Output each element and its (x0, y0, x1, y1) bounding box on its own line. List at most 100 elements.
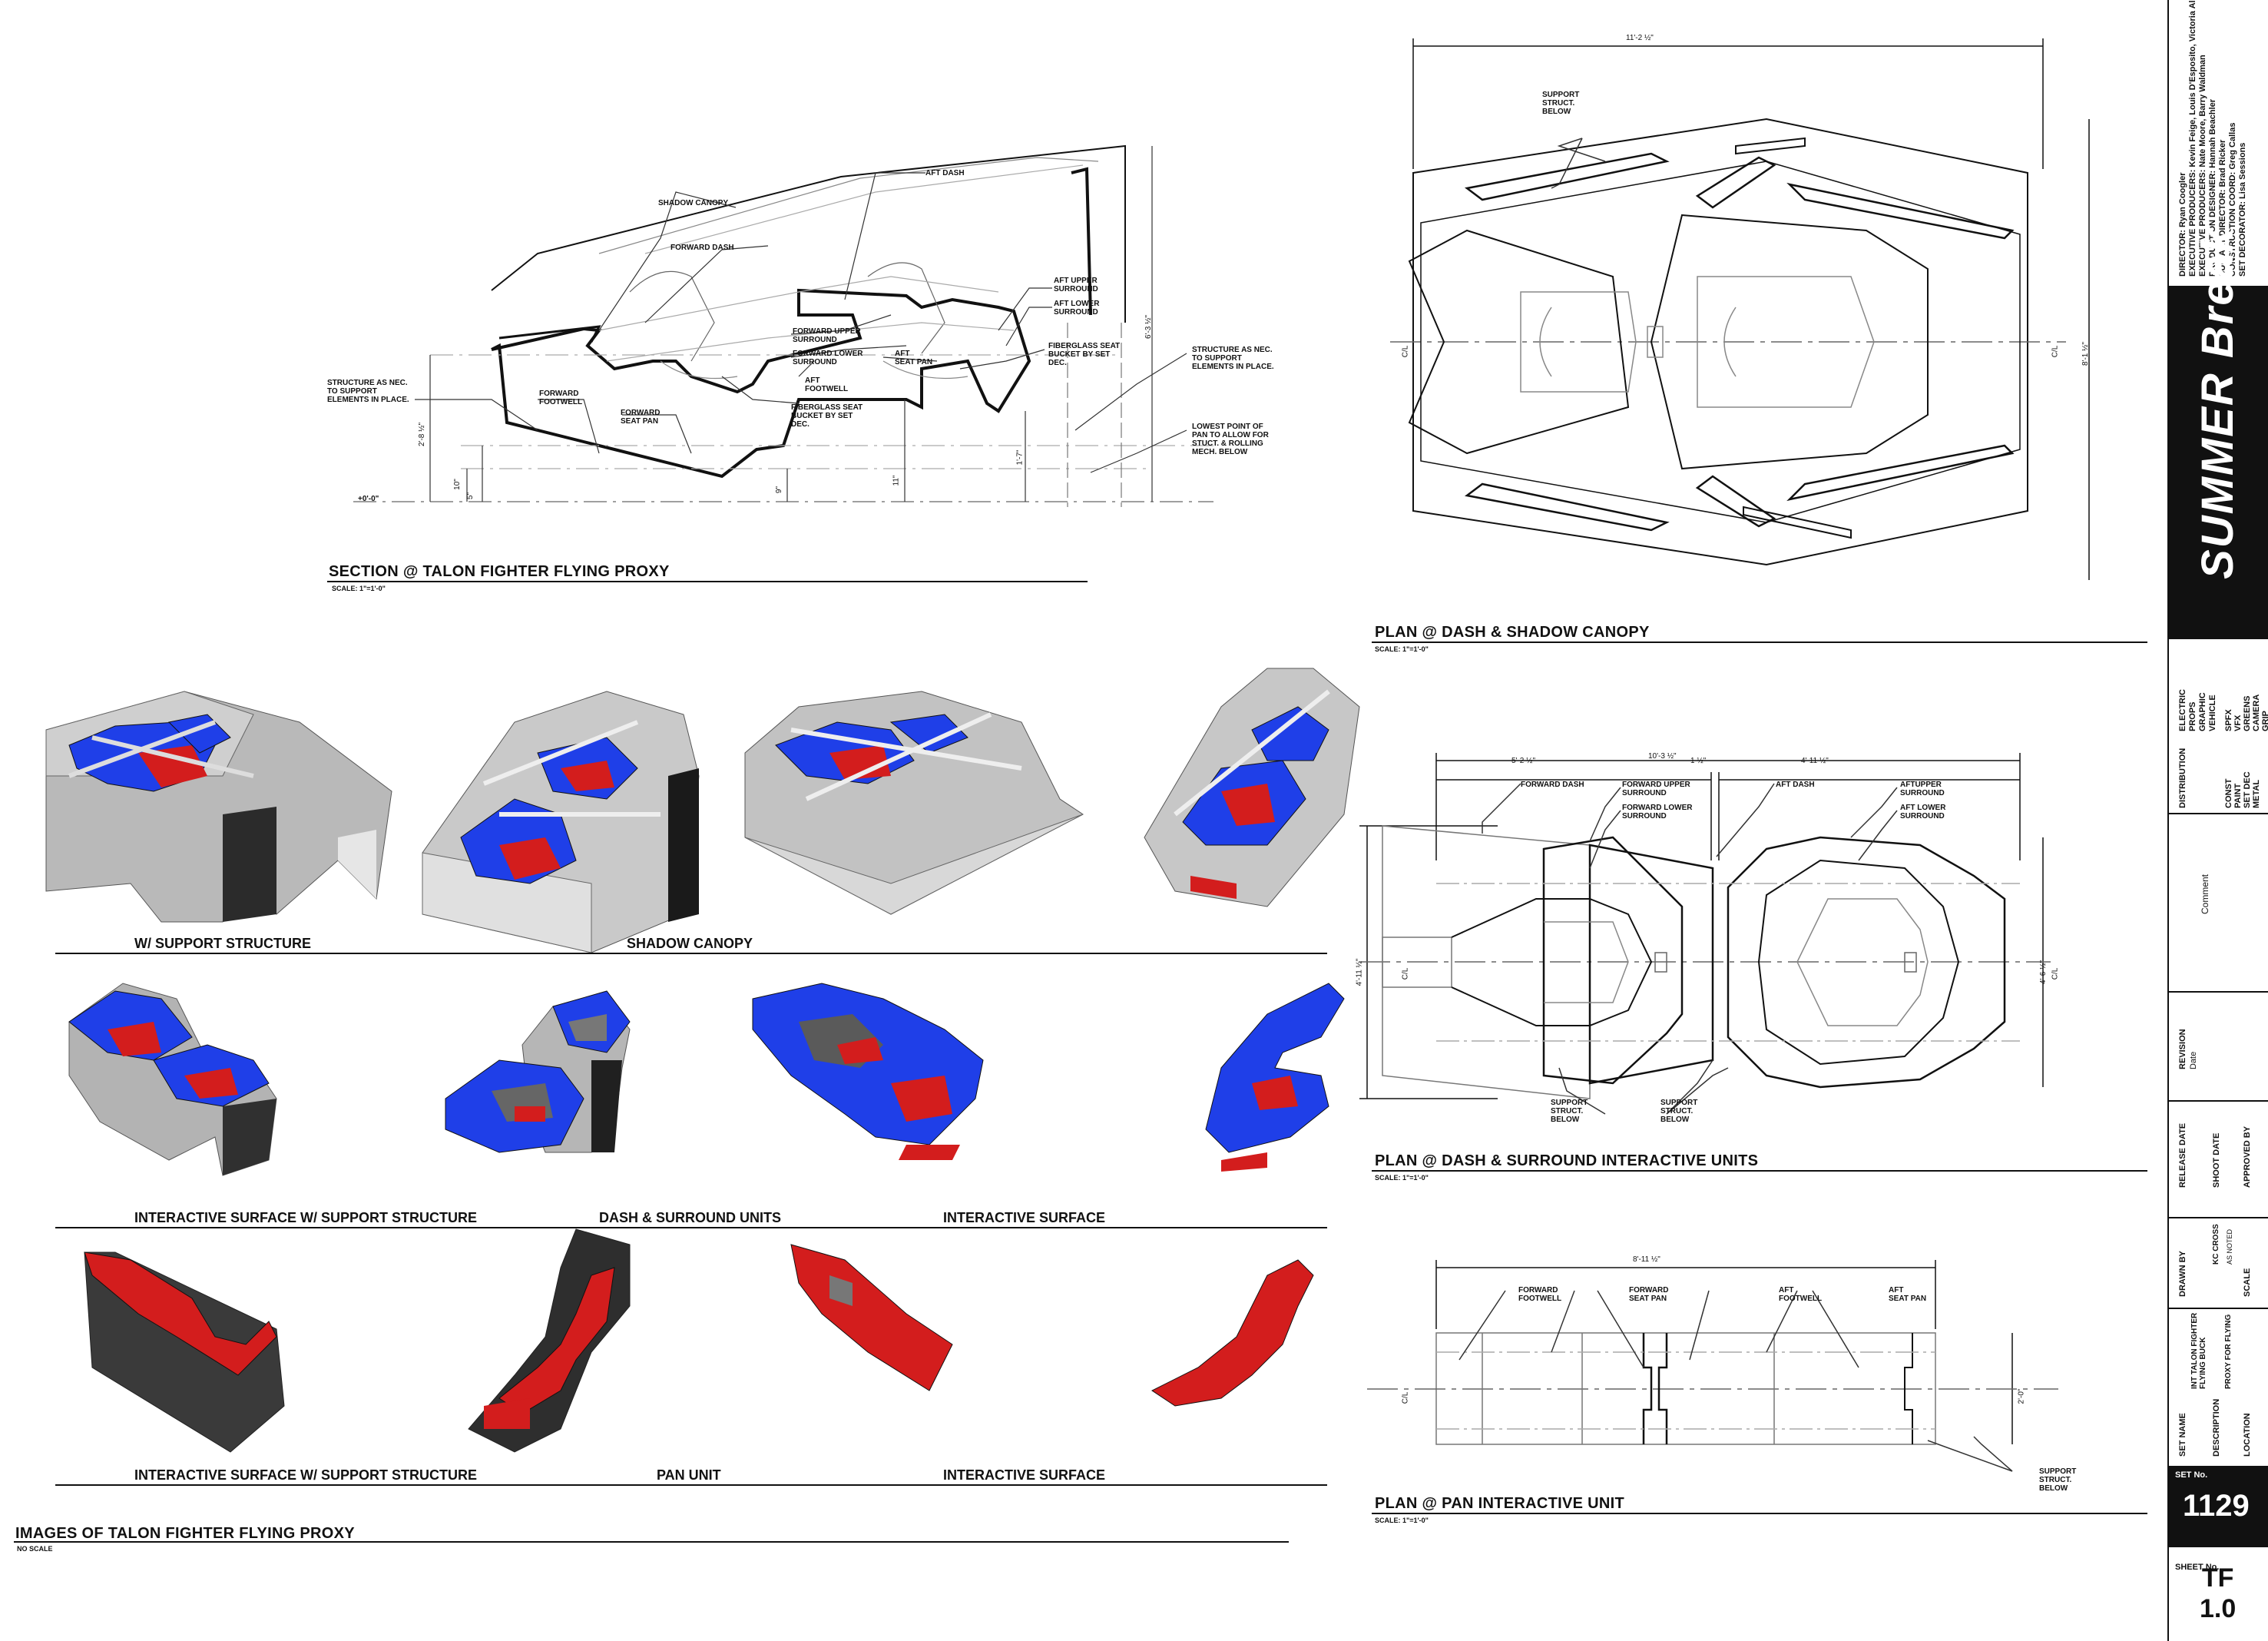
sheet-no-value: TF 1.0 (2200, 1563, 2237, 1623)
surround-forward-dash: FORWARD DASH (1521, 781, 1584, 789)
row2-rule (55, 1227, 1327, 1228)
render-dash-surround (445, 990, 631, 1153)
production-logo: SUMMER Break (2193, 226, 2243, 579)
comment-section: Comment (2169, 814, 2268, 993)
plan-pan-drawing (1367, 1260, 2058, 1472)
surround-cl-right: C/L (2051, 967, 2060, 980)
canopy-width-dim: 11'-2 ½" (1626, 34, 1654, 42)
dim-d1: 10" (452, 479, 462, 490)
caption-pan-unit: PAN UNIT (657, 1467, 721, 1483)
dim-d5: 1'-7" (1015, 449, 1025, 466)
dim-d4: 11" (892, 475, 901, 486)
set-no-section: SET No. 1129 (2169, 1467, 2268, 1547)
title-block: DIRECTOR: Ryan Coogler EXECUTIVE PRODUCE… (2167, 0, 2268, 1641)
dept-col-a: ELECTRIC PROPS GRAPHIC VEHICLE (2178, 689, 2218, 731)
surround-scale: SCALE: 1"=1'-0" (1375, 1174, 1429, 1182)
surround-title: PLAN @ DASH & SURROUND INTERACTIVE UNITS (1375, 1152, 1759, 1169)
label-aft-dash: AFT DASH (925, 169, 965, 177)
surround-forward-upper: FORWARD UPPER SURROUND (1622, 781, 1690, 797)
pan-forward-seat-pan: FORWARD SEAT PAN (1629, 1286, 1669, 1303)
render-support-structure (45, 691, 392, 923)
dept-electric: ELECTRIC (2178, 689, 2187, 731)
plan-surround-drawing (1359, 753, 2051, 1115)
label-aft-upper-surround: AFT UPPER SURROUND (1054, 277, 1098, 293)
release-date-label: RELEASE DATE (2178, 1122, 2187, 1188)
canopy-title-rule (1372, 641, 2147, 643)
dim-height-right: 6'-3 ½" (1144, 314, 1154, 340)
pan-width-dim: 8'-11 ½" (1633, 1255, 1660, 1264)
revision-label: REVISION (2178, 1029, 2187, 1069)
comment-label: Comment (2200, 874, 2210, 914)
set-name-label: SET NAME (2178, 1413, 2187, 1457)
dept-const: CONST (2224, 778, 2233, 809)
label-forward-footwell: FORWARD FOOTWELL (539, 390, 583, 406)
pan-cl: C/L (1401, 1391, 1410, 1404)
dept-metal: METAL (2252, 779, 2261, 808)
label-structure-left: STRUCTURE AS NEC. TO SUPPORT ELEMENTS IN… (327, 379, 409, 404)
label-lowest-point: LOWEST POINT OF PAN TO ALLOW FOR STUCT. … (1192, 423, 1269, 456)
render-row-3 (84, 1228, 1314, 1453)
drawn-by-label: DRAWN BY (2178, 1251, 2187, 1297)
render-interactive-surface (752, 983, 984, 1160)
render-shadow-canopy-b (744, 691, 1084, 915)
set-name-section: SET NAME INT TALON FIGHTER FLYING BUCK D… (2169, 1309, 2268, 1467)
render-pan-unit (468, 1228, 631, 1453)
scale-label: SCALE (2243, 1268, 2252, 1297)
canopy-height-dim: 8'-1 ½" (2081, 341, 2091, 366)
surround-aft-dash: AFT DASH (1776, 781, 1815, 789)
set-no-label: SET No. (2175, 1470, 2208, 1480)
drawn-by-value: KC CROSS (2212, 1224, 2220, 1265)
images-title: IMAGES OF TALON FIGHTER FLYING PROXY (15, 1525, 355, 1542)
description-value: PROXY FOR FLYING (2224, 1314, 2233, 1389)
dept-grip: GRIP (2261, 711, 2268, 731)
surround-forward-lower: FORWARD LOWER SURROUND (1622, 804, 1693, 820)
dept-set-dec: SET DEC (2243, 771, 2252, 808)
dept-vehicle: VEHICLE (2208, 695, 2217, 731)
dept-camera: CAMERA (2252, 694, 2261, 731)
surround-left-dim: 5'-2 ½" (1511, 757, 1536, 765)
location-label: LOCATION (2243, 1413, 2252, 1457)
label-aft-seat-pan: AFT SEAT PAN (895, 350, 933, 366)
images-scale: NO SCALE (17, 1545, 53, 1553)
credit-line-1: DIRECTOR: Ryan Coogler (2178, 172, 2187, 277)
caption-pan-interactive-w-support: INTERACTIVE SURFACE W/ SUPPORT STRUCTURE (134, 1467, 478, 1483)
caption-pan-interactive-surface: INTERACTIVE SURFACE (943, 1467, 1106, 1483)
dim-d2: 5" (466, 492, 475, 500)
label-forward-lower-surround: FORWARD LOWER SURROUND (793, 350, 863, 366)
render-interactive-surface-2 (1205, 983, 1345, 1172)
dept-graphic: GRAPHIC (2198, 692, 2207, 731)
label-structure-right: STRUCTURE AS NEC. TO SUPPORT ELEMENTS IN… (1192, 346, 1274, 371)
label-forward-upper-surround: FORWARD UPPER SURROUND (793, 327, 861, 344)
label-aft-footwell: AFT FOOTWELL (805, 376, 849, 393)
label-fiberglass-seat-right: FIBERGLASS SEAT BUCKET BY SET DEC. (1048, 342, 1121, 367)
caption-dash-surround: DASH & SURROUND UNITS (599, 1210, 782, 1225)
release-section: RELEASE DATE SHOOT DATE APPROVED BY (2169, 1102, 2268, 1218)
drawn-section: DRAWN BY KC CROSS SCALE AS NOTED (2169, 1218, 2268, 1309)
scale-value: AS NOTED (2226, 1228, 2233, 1265)
date-label: Date (2189, 1051, 2198, 1069)
surround-gap-dim: 1 ½" (1690, 757, 1707, 765)
dept-col-c: CONST PAINT SET DEC METAL (2224, 771, 2261, 808)
dept-col-b: SPFX VFX GREENS CAMERA GRIP (2224, 695, 2268, 731)
dim-height-left: 2'-8 ½" (418, 422, 427, 447)
dim-datum: +0'-0" (358, 495, 379, 503)
pan-aft-seat-pan: AFT SEAT PAN (1889, 1286, 1927, 1303)
surround-overall-dim: 10'-3 ½" (1648, 752, 1677, 761)
pan-title: PLAN @ PAN INTERACTIVE UNIT (1375, 1495, 1625, 1512)
distribution-label: DISTRIBUTION (2178, 748, 2187, 808)
dept-props: PROPS (2188, 701, 2197, 731)
render-shadow-canopy-c (1144, 668, 1360, 907)
pan-height-dim: 2'-0" (2017, 1388, 2026, 1404)
caption-interactive-surface: INTERACTIVE SURFACE (943, 1210, 1106, 1225)
description-label: DESCRIPTION (2212, 1398, 2221, 1457)
set-no-value: 1129 (2183, 1489, 2250, 1523)
render-pan-surface-b (1151, 1259, 1314, 1407)
render-pan-w-support (84, 1251, 285, 1453)
row3-rule (55, 1484, 1327, 1486)
surround-right-height-dim: 4'-6 ½" (2039, 960, 2048, 985)
dept-greens: GREENS (2243, 695, 2252, 731)
surround-support-2: SUPPORT STRUCT. BELOW (1660, 1099, 1698, 1124)
sheet-no-section: SHEET No. TF 1.0 (2169, 1547, 2268, 1641)
canopy-cl-left: C/L (1401, 345, 1410, 358)
pan-aft-footwell: AFT FOOTWELL (1779, 1286, 1823, 1303)
